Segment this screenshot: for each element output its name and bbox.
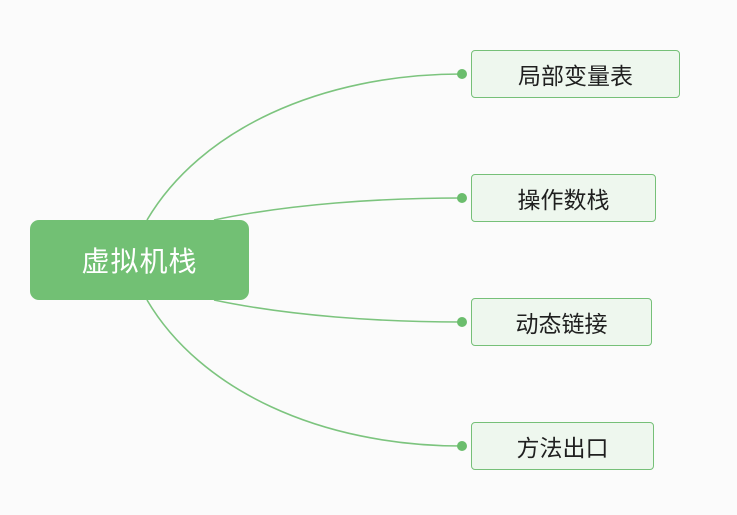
- branch-topic-label: 动态链接: [515, 312, 608, 338]
- branch-topic-local-variables[interactable]: 局部变量表: [471, 50, 680, 98]
- branch-topic-operand-stack[interactable]: 操作数栈: [471, 174, 656, 222]
- edge-root-branch-2: [213, 197, 463, 221]
- edge-dot-branch-1: [457, 69, 467, 79]
- branch-topic-label: 方法出口: [516, 436, 609, 462]
- edge-root-branch-3: [213, 299, 463, 323]
- root-topic[interactable]: 虚拟机栈: [30, 220, 249, 300]
- edge-root-branch-1: [146, 73, 463, 221]
- edge-dot-branch-4: [457, 441, 467, 451]
- edge-dot-branch-2: [457, 193, 467, 203]
- edge-dot-branch-3: [457, 317, 467, 327]
- branch-topic-dynamic-linking[interactable]: 动态链接: [471, 298, 652, 346]
- edge-root-branch-4: [146, 299, 463, 447]
- branch-topic-label: 局部变量表: [518, 64, 633, 90]
- branch-topic-label: 操作数栈: [517, 188, 610, 214]
- root-topic-label: 虚拟机栈: [81, 245, 198, 278]
- branch-topic-method-exit[interactable]: 方法出口: [471, 422, 654, 470]
